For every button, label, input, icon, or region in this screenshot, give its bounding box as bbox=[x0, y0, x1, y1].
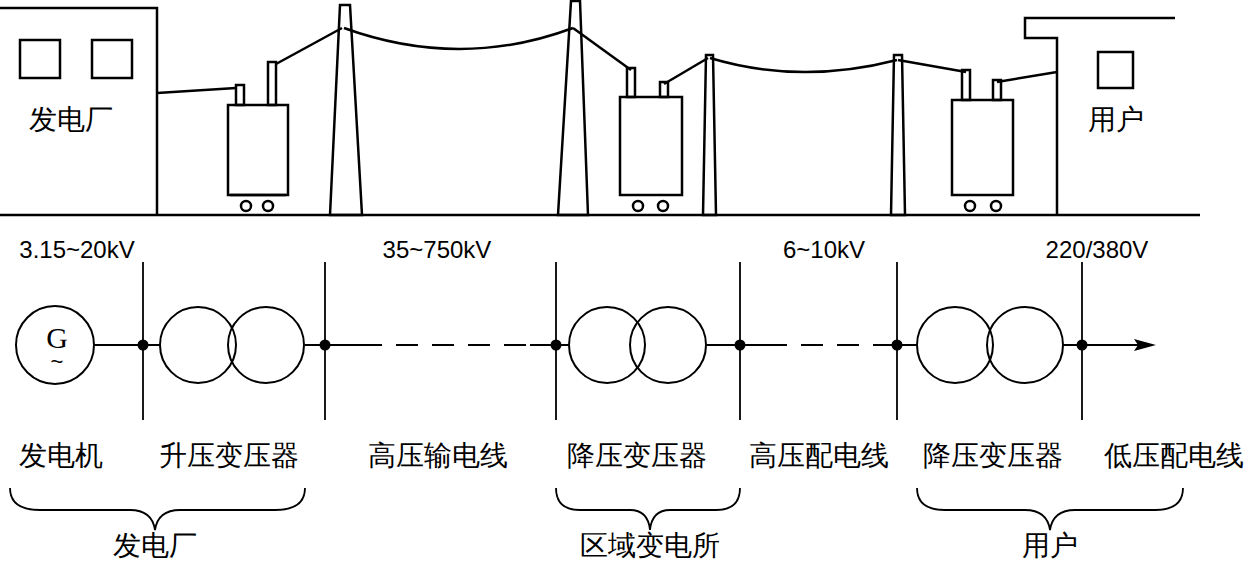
voltage-label: 35~750kV bbox=[381, 238, 494, 262]
transformer-symbol bbox=[160, 307, 1063, 383]
window bbox=[92, 40, 132, 78]
schematic-line bbox=[95, 344, 1140, 346]
generator-circle: G~ bbox=[15, 305, 95, 385]
user-building bbox=[1025, 18, 1175, 215]
group-label: 区域变电所 bbox=[580, 532, 720, 560]
transformer-illustration bbox=[952, 70, 1013, 211]
window bbox=[20, 40, 60, 78]
building: 发电厂 bbox=[0, 8, 157, 215]
component-label: 低压配电线 bbox=[1104, 442, 1244, 470]
voltage-label: 3.15~20kV bbox=[17, 238, 136, 262]
node-text: 用户 bbox=[1088, 106, 1144, 134]
junction-dot bbox=[138, 340, 1088, 351]
section-divider bbox=[143, 262, 1082, 420]
transformer-illustration bbox=[620, 68, 682, 211]
pole bbox=[703, 55, 716, 215]
brace bbox=[10, 488, 1183, 530]
component-label: 高压配电线 bbox=[749, 442, 889, 470]
component-label: 发电机 bbox=[19, 442, 103, 470]
node-text: G bbox=[46, 323, 68, 353]
wire bbox=[157, 28, 1057, 93]
plant-building bbox=[0, 8, 157, 215]
node-text: 发电厂 bbox=[29, 106, 113, 134]
arrowhead bbox=[1134, 339, 1156, 351]
component-label: 升压变压器 bbox=[159, 442, 299, 470]
component-label: 降压变压器 bbox=[567, 442, 707, 470]
group-label: 用户 bbox=[1022, 532, 1078, 560]
transmission-tower bbox=[558, 1, 588, 215]
pole bbox=[891, 55, 905, 215]
window bbox=[1098, 52, 1133, 88]
node-text: ~ bbox=[51, 351, 64, 373]
building: 用户 bbox=[1057, 38, 1175, 215]
component-label: 降压变压器 bbox=[923, 442, 1063, 470]
component-label: 高压输电线 bbox=[368, 442, 508, 470]
group-label: 发电厂 bbox=[113, 532, 197, 560]
voltage-label: 220/380V bbox=[1044, 238, 1151, 262]
transformer-illustration bbox=[228, 62, 288, 211]
ground-line bbox=[0, 214, 1200, 217]
transmission-tower bbox=[330, 5, 362, 215]
voltage-label: 6~10kV bbox=[781, 238, 867, 262]
